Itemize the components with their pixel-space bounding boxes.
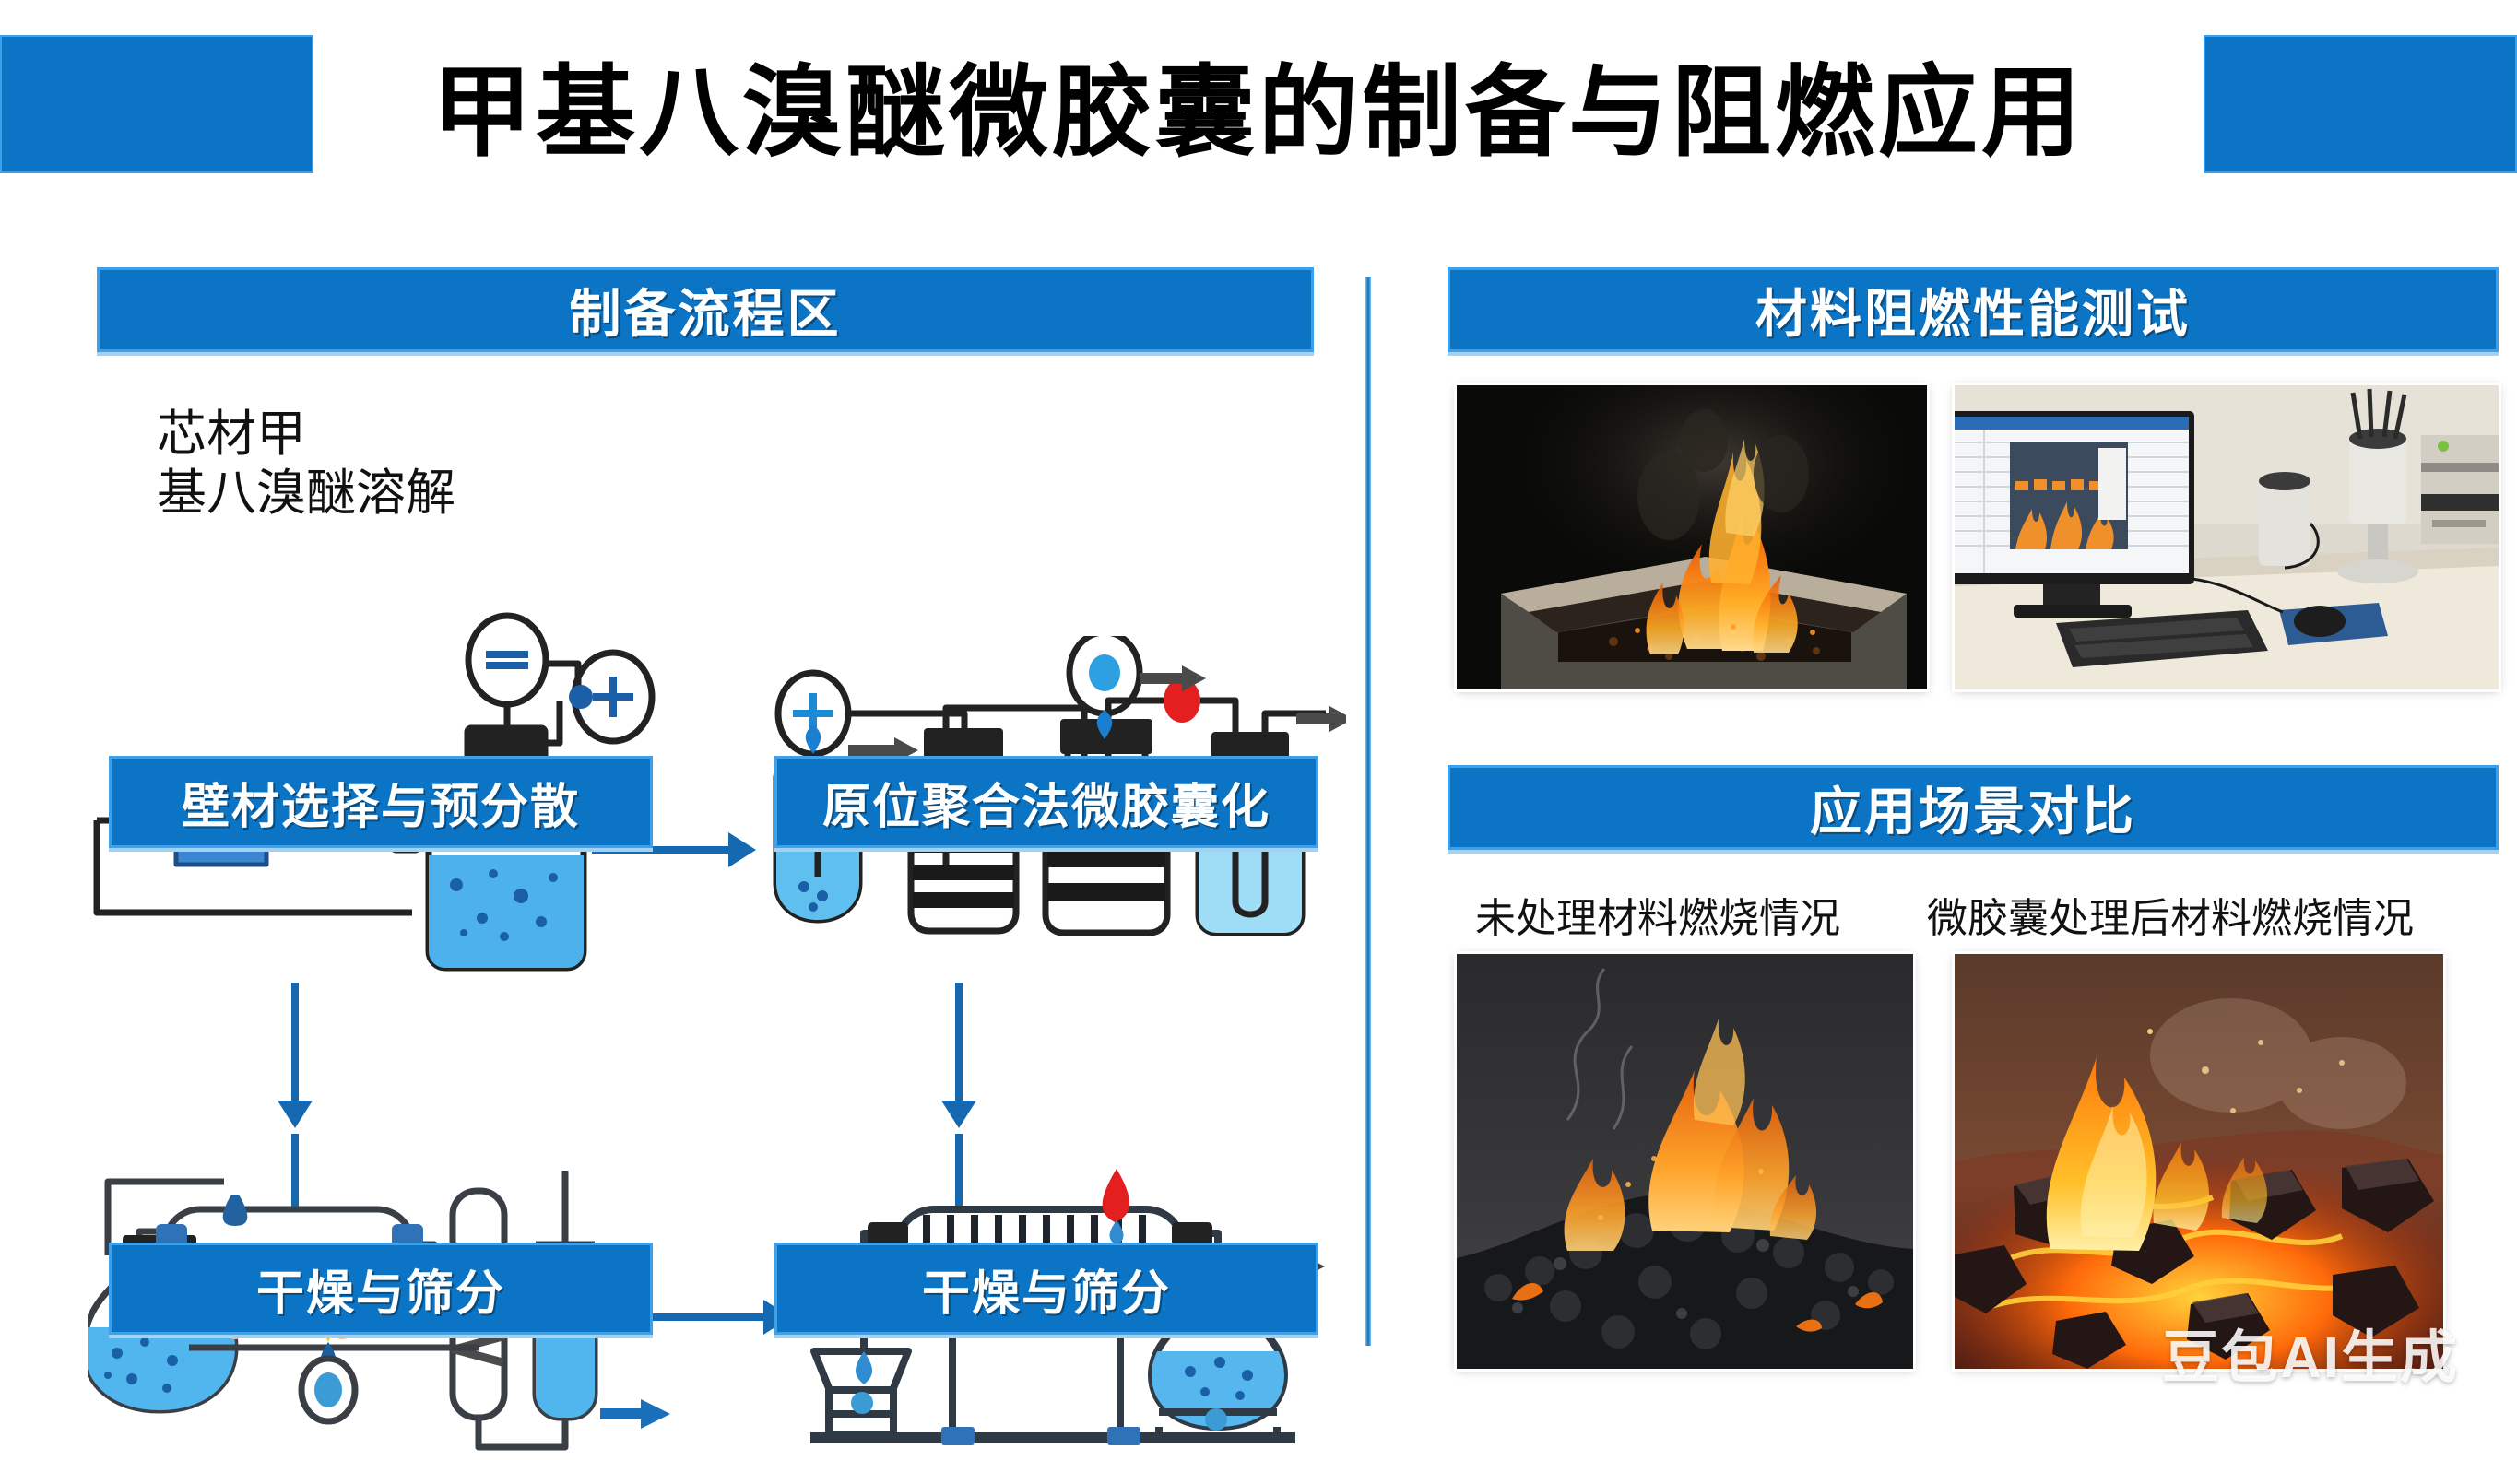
title-accent-block-left	[0, 35, 313, 173]
photo-cone-calorimeter	[1457, 385, 1927, 689]
preparation-flow-panel: 制备流程区 芯材甲 基八溴醚溶解	[0, 249, 1365, 1451]
panel-divider	[1365, 277, 1371, 1346]
arrow-reflux-to-distill	[645, 1300, 791, 1335]
arrow-dissolve-to-train	[592, 832, 756, 867]
section-header-flame-test-label: 材料阻燃性能测试	[1755, 284, 2191, 343]
step-drying-screening-right[interactable]: 干燥与筛分	[774, 1243, 1318, 1335]
step-wall-material-selection-label: 壁材选择与预分散	[181, 780, 580, 834]
photo-treated-burning	[1955, 954, 2443, 1369]
step-wall-material-selection[interactable]: 壁材选择与预分散	[109, 756, 653, 848]
title-band: 甲基八溴醚微胶囊的制备与阻燃应用	[0, 35, 2517, 173]
step-drying-screening-left-label: 干燥与筛分	[255, 1266, 505, 1321]
photo-lab-workstation	[1955, 385, 2499, 689]
caption-untreated: 未处理材料燃烧情况	[1475, 896, 1840, 941]
arrow-train-to-insitu	[941, 983, 976, 1128]
flame-test-panel: 材料阻燃性能测试	[1383, 249, 2517, 1415]
arrow-dissolve-to-wall	[278, 983, 313, 1128]
step-in-situ-polymerization[interactable]: 原位聚合法微胶囊化	[774, 756, 1318, 848]
caption-treated: 微胶囊处理后材料燃烧情况	[1927, 896, 2414, 941]
step-drying-screening-left[interactable]: 干燥与筛分	[109, 1243, 653, 1335]
step-in-situ-polymerization-label: 原位聚合法微胶囊化	[821, 780, 1270, 834]
photo-untreated-burning	[1457, 954, 1913, 1369]
section-header-flame-test: 材料阻燃性能测试	[1448, 267, 2499, 352]
watermark: 豆包AI生成	[2162, 1326, 2460, 1390]
section-header-application-label: 应用场景对比	[1810, 782, 2136, 841]
section-header-preparation: 制备流程区	[97, 267, 1314, 352]
page-title: 甲基八溴醚微胶囊的制备与阻燃应用	[431, 56, 2085, 168]
step-drying-screening-right-label: 干燥与筛分	[921, 1266, 1171, 1321]
section-header-application: 应用场景对比	[1448, 765, 2499, 850]
section-header-preparation-label: 制备流程区	[569, 284, 842, 343]
title-accent-block-right	[2204, 35, 2517, 173]
core-material-label: 芯材甲 基八溴醚溶解	[157, 406, 455, 521]
